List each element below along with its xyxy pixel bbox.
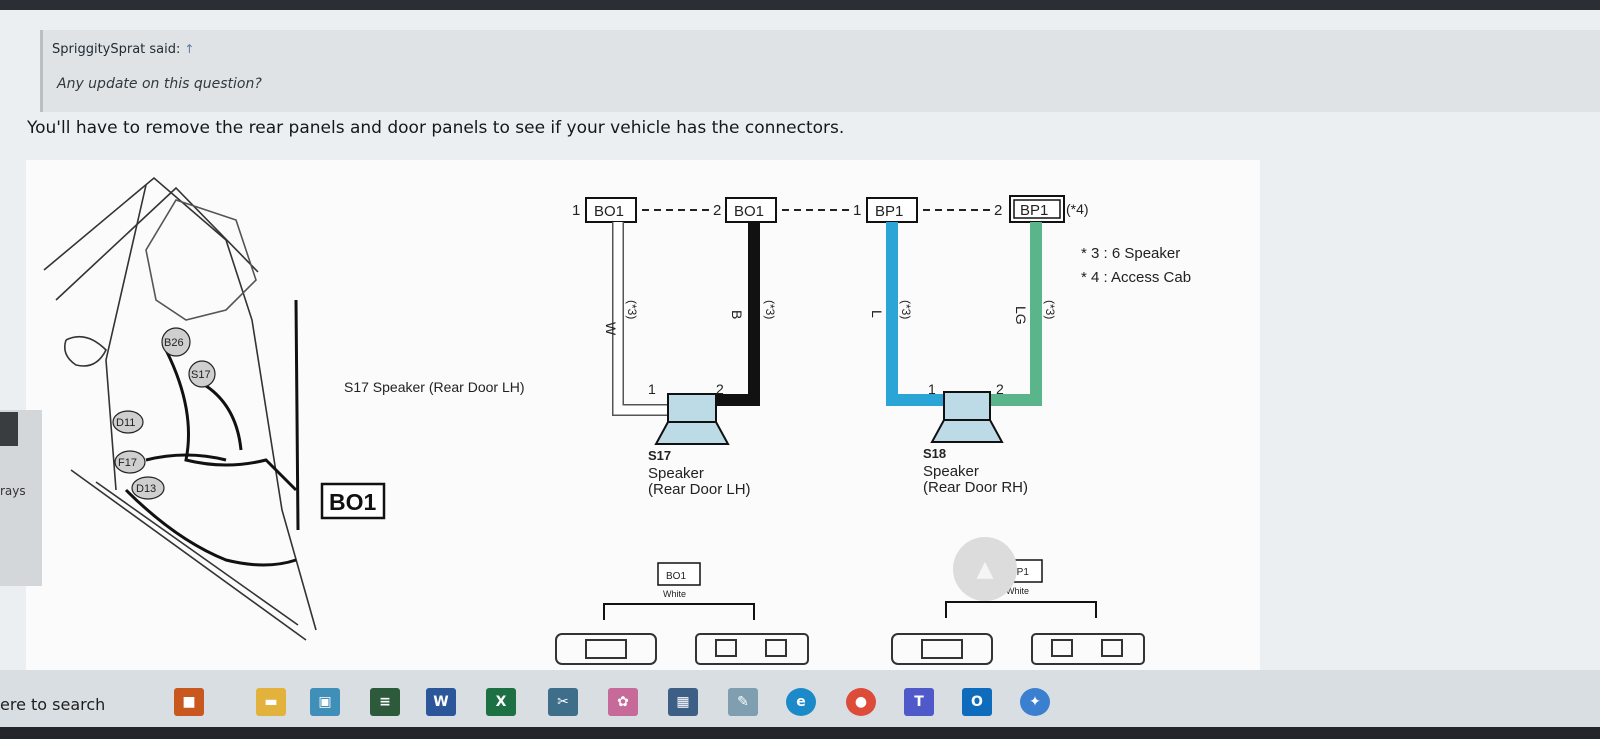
label-b26: B26 — [164, 337, 184, 349]
c3-name: BP1 — [875, 203, 903, 220]
c4-box-inner — [1013, 199, 1061, 219]
c2-box — [725, 197, 777, 223]
left-side-panel-tab[interactable] — [0, 412, 18, 446]
c3-box — [866, 197, 918, 223]
bo1-view-box — [657, 562, 701, 586]
s17-pin2: 2 — [716, 381, 724, 397]
wire-w-note: (*3) — [625, 300, 639, 319]
door-sketch — [43, 176, 317, 641]
s17-name: Speaker — [648, 465, 704, 482]
bo1-view-name: BO1 — [666, 571, 686, 582]
s17-caption: S17 Speaker (Rear Door LH) — [344, 379, 525, 395]
bp1-view-name: BP1 — [1010, 567, 1029, 578]
word-icon[interactable]: W — [426, 688, 456, 716]
bp1-view-color: White — [1006, 586, 1029, 596]
wire-lg-color: LG — [1013, 306, 1029, 325]
browser-top-bar — [0, 0, 1600, 10]
wiring-diagram-image: B26 S17 D11 F17 D13 S17 Speaker (Rear Do… — [26, 160, 1260, 670]
wire-lg-note: (*3) — [1043, 300, 1057, 319]
note-1: * 3 : 6 Speaker — [1081, 245, 1180, 262]
label-d13: D13 — [136, 483, 156, 495]
s18-name: Speaker — [923, 463, 979, 480]
bo1-callout-label: BO1 — [329, 489, 377, 515]
wire-l-note: (*3) — [899, 300, 913, 319]
quote-author[interactable]: SpriggitySprat said:↑ — [52, 42, 194, 57]
component-circles — [112, 327, 216, 500]
wire-lg — [988, 222, 1042, 406]
quote-text: Any update on this question? — [57, 76, 262, 92]
s17-location: (Rear Door LH) — [648, 481, 751, 498]
quote-author-name: SpriggitySprat said: — [52, 42, 181, 57]
s17-id: S17 — [648, 448, 671, 463]
excel-icon[interactable]: X — [486, 688, 516, 716]
c2-name: BO1 — [734, 203, 764, 220]
calc-grid-icon[interactable]: ▦ — [668, 688, 698, 716]
c4-pin: 2 — [994, 202, 1002, 219]
taskbar-search-box[interactable]: ere to search — [0, 695, 106, 714]
c1-pin: 1 — [572, 202, 580, 219]
teams-icon[interactable]: T — [904, 688, 934, 716]
wire-b-color: B — [729, 310, 745, 319]
s17-speaker-cone — [654, 421, 730, 445]
arrow-up-icon[interactable]: ↑ — [184, 42, 195, 56]
compass-icon[interactable]: ✦ — [1020, 688, 1050, 716]
connector-shapes — [555, 633, 1145, 665]
c1-name: BO1 — [594, 203, 624, 220]
wire-w — [613, 222, 668, 415]
label-s17-small: S17 — [191, 369, 211, 381]
bo1-callout-box — [320, 482, 386, 520]
s17-speaker-body — [667, 393, 717, 423]
c4-note: (*4) — [1066, 201, 1089, 217]
s17-pin1: 1 — [648, 381, 656, 397]
c2-pin: 2 — [713, 202, 721, 219]
photos-icon[interactable]: ▣ — [310, 688, 340, 716]
chevron-up-icon: ▲ — [976, 556, 994, 582]
bo1-view-color: White — [663, 589, 686, 599]
s18-pin1: 1 — [928, 381, 936, 397]
bp1-bracket — [945, 601, 1097, 618]
c3-pin: 1 — [853, 202, 861, 219]
edge-icon[interactable]: e — [786, 688, 816, 716]
quote-block: SpriggitySprat said:↑ Any update on this… — [40, 30, 1600, 112]
wire-l-color: L — [869, 310, 885, 318]
label-d11: D11 — [116, 417, 135, 429]
pen-icon[interactable]: ✎ — [728, 688, 758, 716]
paint-icon[interactable]: ✿ — [608, 688, 638, 716]
c1-box — [585, 197, 637, 223]
calculator-icon[interactable]: ≡ — [370, 688, 400, 716]
wire-b — [716, 222, 760, 406]
screen-bezel — [0, 727, 1600, 739]
label-f17: F17 — [118, 457, 137, 469]
chrome-icon[interactable]: ● — [846, 688, 876, 716]
s18-location: (Rear Door RH) — [923, 479, 1028, 496]
reply-text: You'll have to remove the rear panels an… — [27, 118, 845, 138]
s18-speaker-body — [943, 391, 991, 421]
s18-id: S18 — [923, 446, 946, 461]
c4-name: BP1 — [1020, 202, 1048, 219]
wire-l — [886, 222, 944, 406]
wire-b-note: (*3) — [763, 300, 777, 319]
note-2: * 4 : Access Cab — [1081, 269, 1191, 286]
s18-pin2: 2 — [996, 381, 1004, 397]
scroll-to-top-button[interactable]: ▲ — [953, 537, 1017, 601]
left-side-panel-label: rays — [0, 484, 26, 498]
snip-icon[interactable]: ✂ — [548, 688, 578, 716]
bo1-bracket — [603, 603, 755, 620]
harness-sketch — [124, 299, 300, 567]
wiring-diagram: B26 S17 D11 F17 D13 S17 Speaker (Rear Do… — [43, 176, 1191, 665]
briefcase-icon[interactable]: ■ — [174, 688, 204, 716]
s18-speaker-cone — [930, 419, 1004, 443]
folder-icon[interactable]: ▬ — [256, 688, 286, 716]
outlook-icon[interactable]: O — [962, 688, 992, 716]
wire-w-color: W — [603, 322, 619, 336]
